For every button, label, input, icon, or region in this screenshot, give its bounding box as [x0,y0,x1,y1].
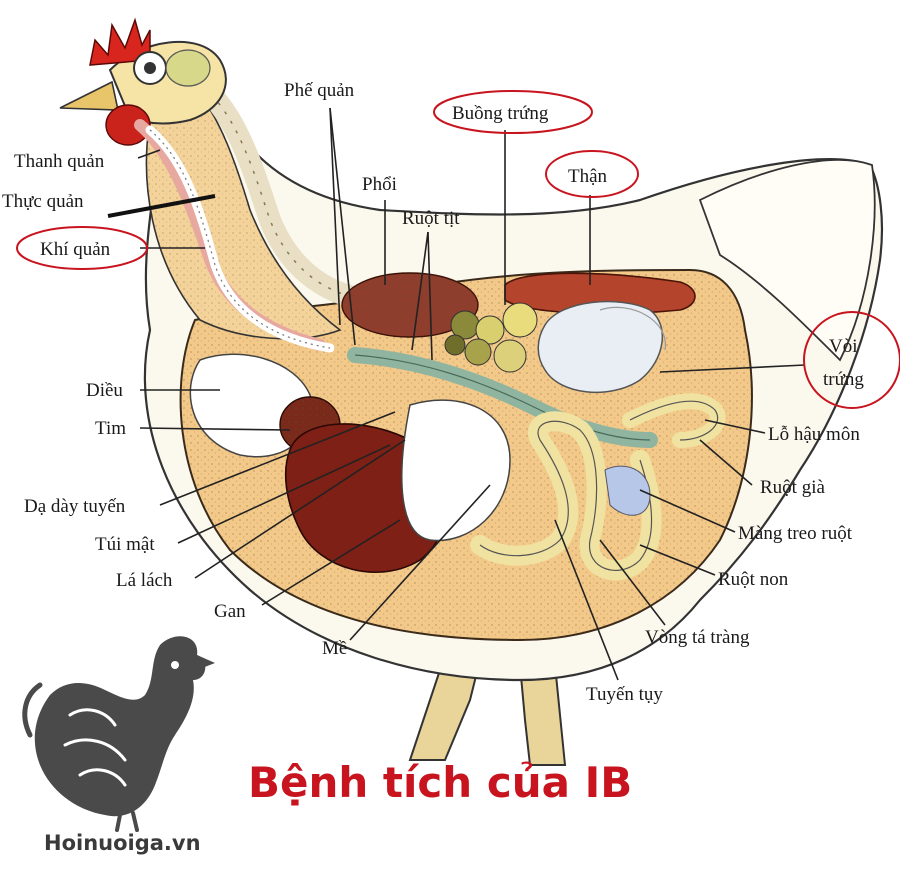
label-khi-quan: Khí quản [40,239,111,260]
ring-buong-trung [433,90,593,134]
organs [134,119,726,581]
labels: Thanh quản Thực quản Khí quản Phế quản P… [2,80,864,705]
label-voi-trung-2: trứng [823,369,864,390]
ring-khi-quan [16,226,148,270]
label-vong-ta-trang: Vòng tá tràng [645,627,750,648]
comb [89,17,151,66]
wattle [105,104,151,146]
label-mang-treo-ruot: Màng treo ruột [738,523,853,544]
label-da-day-tuyen: Dạ dày tuyến [24,496,126,517]
label-ruot-non: Ruột non [718,569,789,590]
label-tim: Tim [95,418,126,439]
label-phe-quan: Phế quản [284,80,355,101]
label-tui-mat: Túi mật [95,534,155,555]
tail [698,159,876,362]
label-buong-trung: Buồng trứng [452,103,549,124]
leader-lines [107,107,806,681]
ring-than [545,150,639,198]
ring-voi-trung [803,311,900,409]
label-than: Thận [568,166,608,187]
label-gan: Gan [214,601,246,622]
ovary [444,302,538,373]
gizzard [401,399,511,542]
label-ruot-tit: Ruột tịt [402,208,460,229]
label-thanh-quan: Thanh quản [14,151,105,172]
label-thuc-quan: Thực quản [2,191,84,212]
label-tuyen-tuy: Tuyến tụy [586,684,663,705]
label-dieu: Diều [86,380,123,401]
beak [59,80,119,111]
label-me: Mề [322,638,347,659]
label-phoi: Phổi [362,174,397,195]
oviduct [537,300,664,393]
brain [165,49,211,87]
label-lo-hau-mon: Lỗ hậu môn [768,424,860,445]
label-voi-trung-1: Vòi [829,336,858,357]
kidney [504,272,696,315]
label-ruot-gia: Ruột già [760,477,825,498]
label-la-lach: Lá lách [116,570,173,591]
rooster-logo-icon [22,636,215,832]
highlight-rings [16,90,900,409]
page-title: Bệnh tích của IB [248,758,632,807]
site-name: Hoinuoiga.vn [44,831,201,855]
